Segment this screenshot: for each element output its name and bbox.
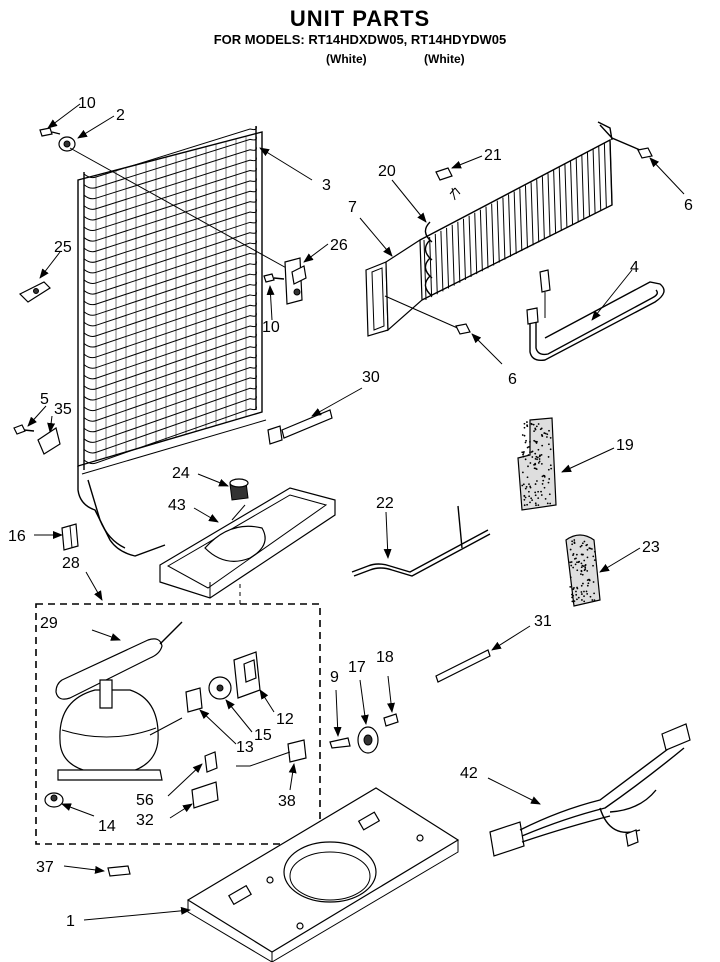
foam-block-19 (517, 417, 557, 511)
callout-6-bottom: 6 (508, 371, 517, 388)
clip-21 (435, 167, 461, 201)
defrost-heater-4 (526, 269, 665, 362)
condenser-coil (77, 125, 267, 557)
callout-5: 5 (40, 391, 49, 408)
callout-18: 18 (376, 649, 394, 666)
bracket-26 (284, 257, 307, 305)
grommet-14 (44, 792, 64, 808)
callout-14: 14 (98, 818, 116, 835)
callout-42: 42 (460, 765, 478, 782)
wire-harness-42 (489, 723, 691, 857)
callout-10-right: 10 (262, 319, 280, 336)
callout-16: 16 (8, 528, 26, 545)
clip-9 (329, 737, 351, 749)
clip-37 (107, 865, 131, 877)
grommet-17 (357, 726, 379, 754)
evaporator-7 (365, 121, 641, 337)
callout-30: 30 (362, 369, 380, 386)
screw-56 (204, 751, 218, 773)
compressor (57, 679, 183, 781)
callout-20: 20 (378, 163, 396, 180)
callout-4: 4 (630, 259, 639, 276)
overload-15 (208, 676, 232, 700)
bracket-35 (37, 427, 61, 455)
clip-25 (18, 281, 51, 303)
callout-3: 3 (322, 177, 331, 194)
filter-drier-29 (55, 621, 183, 700)
callout-1: 1 (66, 913, 75, 930)
callout-29: 29 (40, 615, 58, 632)
screw-10-right (263, 273, 285, 283)
page-title: UNIT PARTS (289, 6, 431, 31)
callout-labels: 10 2 3 26 10 25 5 35 16 28 29 14 24 43 1… (8, 95, 693, 930)
callout-19: 19 (616, 437, 634, 454)
callout-21: 21 (484, 147, 502, 164)
models-line: FOR MODELS: RT14HDXDW05, RT14HDYDW05 (213, 32, 507, 47)
callout-25: 25 (54, 239, 72, 256)
screw-10-top (39, 127, 61, 137)
callout-32: 32 (136, 812, 154, 829)
screw-6-bottom (455, 323, 471, 335)
callout-13: 13 (236, 739, 254, 756)
leader-arrows (27, 103, 685, 921)
screw-18 (383, 713, 399, 727)
callout-38: 38 (278, 793, 296, 810)
capacitor-38 (236, 739, 307, 767)
compressor-group-box (35, 603, 321, 845)
bracket-32 (191, 781, 219, 809)
callout-26: 26 (330, 237, 348, 254)
callout-2: 2 (116, 107, 125, 124)
callout-12: 12 (276, 711, 294, 728)
relay-12 (233, 651, 261, 699)
drain-pan-43 (159, 487, 336, 599)
callout-15: 15 (254, 727, 272, 744)
thermostat-30 (267, 409, 333, 445)
foam-block-23 (565, 534, 601, 607)
screw-5 (13, 424, 35, 435)
callout-56: 56 (136, 792, 154, 809)
rod-31 (435, 649, 491, 683)
callout-22: 22 (376, 495, 394, 512)
callout-23: 23 (642, 539, 660, 556)
callout-31: 31 (534, 613, 552, 630)
callout-9: 9 (330, 669, 339, 686)
unit-base-1 (186, 787, 460, 962)
drain-tube-22 (351, 505, 491, 577)
callout-17: 17 (348, 659, 366, 676)
clip-16 (61, 523, 79, 551)
grommet-2 (58, 136, 76, 152)
callout-43: 43 (168, 497, 186, 514)
terminal-13 (185, 687, 203, 713)
callout-7: 7 (348, 199, 357, 216)
model-color-b: (White) (424, 52, 465, 66)
callout-35: 35 (54, 401, 72, 418)
plug-24 (229, 478, 249, 501)
callout-6-top: 6 (684, 197, 693, 214)
model-color-a: (White) (326, 52, 367, 66)
callout-24: 24 (172, 465, 190, 482)
callout-10-top: 10 (78, 95, 96, 112)
callout-37: 37 (36, 859, 54, 876)
screw-6-top (637, 147, 653, 159)
callout-28: 28 (62, 555, 80, 572)
